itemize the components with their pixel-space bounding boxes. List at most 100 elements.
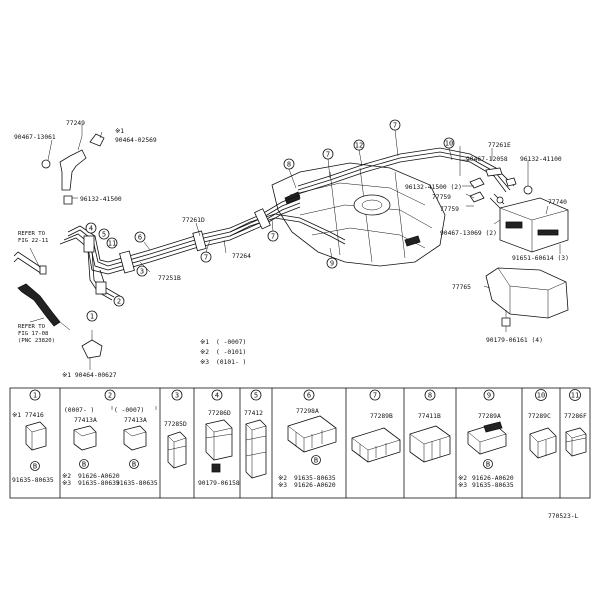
callout-11: 11 <box>108 240 116 248</box>
callout-7c: 7 <box>326 151 330 159</box>
cell-9-bolt-2: 91635-80635 <box>472 482 514 489</box>
callout-3: 3 <box>140 268 144 276</box>
cell-2-part-1: 77413A <box>74 417 97 424</box>
legend-text-1: ( -0007) <box>216 339 246 346</box>
cell-6-part: 77298A <box>296 408 319 415</box>
parts-table <box>9 387 591 499</box>
cell-2-bolt-3: 91635-80635 <box>116 480 158 487</box>
label-90464-02569: 90464-02569 <box>115 137 157 144</box>
fuel-tank <box>271 162 446 267</box>
label-77759-a: 77759 <box>432 194 451 201</box>
clip-90464-00627 <box>81 330 103 359</box>
cell-7-number: 7 <box>373 392 377 400</box>
cell-2-number: 2 <box>108 392 112 400</box>
callout-12: 12 <box>355 142 363 150</box>
cell-3-number: 3 <box>175 392 179 400</box>
callout-8: 8 <box>287 161 291 169</box>
label-refer1-line2: FIG 22-11 <box>18 238 48 244</box>
label-77261E: 77261E <box>488 142 511 149</box>
cell-9-number: 9 <box>487 392 491 400</box>
cell-3-part: 77285D <box>164 421 187 428</box>
label-77740: 77740 <box>548 199 567 206</box>
cell-2-sub-2: ( -0007) <box>114 407 144 414</box>
diagram-code: 770523-L <box>548 513 579 520</box>
callout-5: 5 <box>102 231 106 239</box>
left-hose-22-11 <box>13 251 47 275</box>
label-96132-41500-left: 96132-41500 <box>80 196 122 203</box>
left-hose-17-08 <box>17 283 71 331</box>
cell-9-bolt-mark: B <box>486 461 490 469</box>
bolt-90179-06161 <box>501 310 511 327</box>
cell-1-bolt: 91635-80635 <box>12 477 54 484</box>
cell-9-mark-2: ※2 <box>458 475 467 482</box>
legend-mark-1: ※1 <box>200 339 209 346</box>
callout-7b: 7 <box>271 233 275 241</box>
cell-4-number: 4 <box>215 392 219 400</box>
callout-6: 6 <box>138 234 142 242</box>
label-90467-13069: 90467-13069 (2) <box>440 230 497 237</box>
charcoal-canister <box>489 193 569 253</box>
cell-8: 8 77411B <box>409 389 451 463</box>
label-96132-41500-2: 96132-41500 (2) <box>405 184 462 191</box>
cell-2-bolt-mark-1: B <box>82 461 86 469</box>
vent-hoses <box>469 167 533 204</box>
cell-2-mark-3: ※3 <box>62 480 71 487</box>
cell-4-bolt: 90179-06158 <box>198 480 240 487</box>
cell-10-part: 77289C <box>528 413 551 420</box>
label-77249: 77249 <box>66 120 85 127</box>
cell-1-bolt-mark: B <box>33 463 37 471</box>
legend-text-3: (0101- ) <box>216 359 246 366</box>
cell-2-sub-1: (0007- ) <box>64 407 94 414</box>
callout-circles: 4 5 11 6 3 2 1 7 7 8 7 12 7 10 9 <box>85 119 455 322</box>
cell-5-part: 77412 <box>244 410 263 417</box>
cell-1-number: 1 <box>33 392 37 400</box>
label-refer2-line3: (PNC 23820) <box>18 338 55 344</box>
cell-6-mark-3: ※3 <box>278 482 287 489</box>
label-refer2-line1: REFER TO <box>18 324 46 330</box>
callout-4: 4 <box>89 225 93 233</box>
cell-11: 11 77286F <box>564 389 587 457</box>
upper-part-labels: 77249 ※1 90464-02569 90467-13061 96132-4… <box>14 120 569 379</box>
label-77261D: 77261D <box>182 217 205 224</box>
label-star1-90464-00627: ※1 90464-00627 <box>62 372 117 379</box>
label-star1-top: ※1 <box>115 128 124 135</box>
cell-9-bolt-1: 91626-A0620 <box>472 475 514 482</box>
cell-2-mark-2: ※2 <box>62 473 71 480</box>
label-90467-13061: 90467-13061 <box>14 134 56 141</box>
pipe-clamps <box>83 208 271 295</box>
cell-10-number: 10 <box>537 392 545 400</box>
callout-2: 2 <box>117 298 121 306</box>
callout-7a: 7 <box>204 254 208 262</box>
cell-11-number: 11 <box>571 392 579 400</box>
legend-mark-3: ※3 <box>200 359 209 366</box>
label-77264: 77264 <box>232 253 251 260</box>
label-refer1-line1: REFER TO <box>18 231 46 237</box>
cell-10: 10 77289C <box>528 389 557 459</box>
label-90179-06161: 90179-06161 (4) <box>486 337 543 344</box>
cell-3: 3 77285D <box>164 389 187 469</box>
cell-8-part: 77411B <box>418 413 441 420</box>
cell-1: 1 ※1 77416 B 91635-80635 <box>12 389 54 484</box>
cell-4: 4 77286D 90179-06158 <box>198 389 240 487</box>
cell-6-bolt-1: 91635-80635 <box>294 475 336 482</box>
cell-5: 5 77412 <box>244 389 267 479</box>
cell-6-bolt-2: 91626-A0620 <box>294 482 336 489</box>
canister-protector <box>485 267 569 319</box>
cell-7: 7 77289B <box>351 389 401 463</box>
label-77765: 77765 <box>452 284 471 291</box>
cell-6-mark-2: ※2 <box>278 475 287 482</box>
cell-9-mark-3: ※3 <box>458 482 467 489</box>
callout-10: 10 <box>445 140 453 148</box>
label-96132-41100: 96132-41100 <box>520 156 562 163</box>
label-refer2-line2: FIG 17-08 <box>18 331 49 337</box>
cell-2: 2 (0007- ) ( -0007) 77413A 77413A B B ※2… <box>62 389 158 487</box>
label-77251B: 77251B <box>158 275 181 282</box>
label-91651-60614: 91651-60614 (3) <box>512 255 569 262</box>
legend-text-2: ( -0101) <box>216 349 246 356</box>
cell-2-bolt-mark-2: B <box>132 461 136 469</box>
cell-1-part: ※1 77416 <box>12 412 44 419</box>
cell-9: 9 77289A B ※2 ※3 91626-A0620 91635-80635 <box>458 389 514 489</box>
cell-6-bolt-mark: B <box>314 457 318 465</box>
cell-5-number: 5 <box>254 392 258 400</box>
